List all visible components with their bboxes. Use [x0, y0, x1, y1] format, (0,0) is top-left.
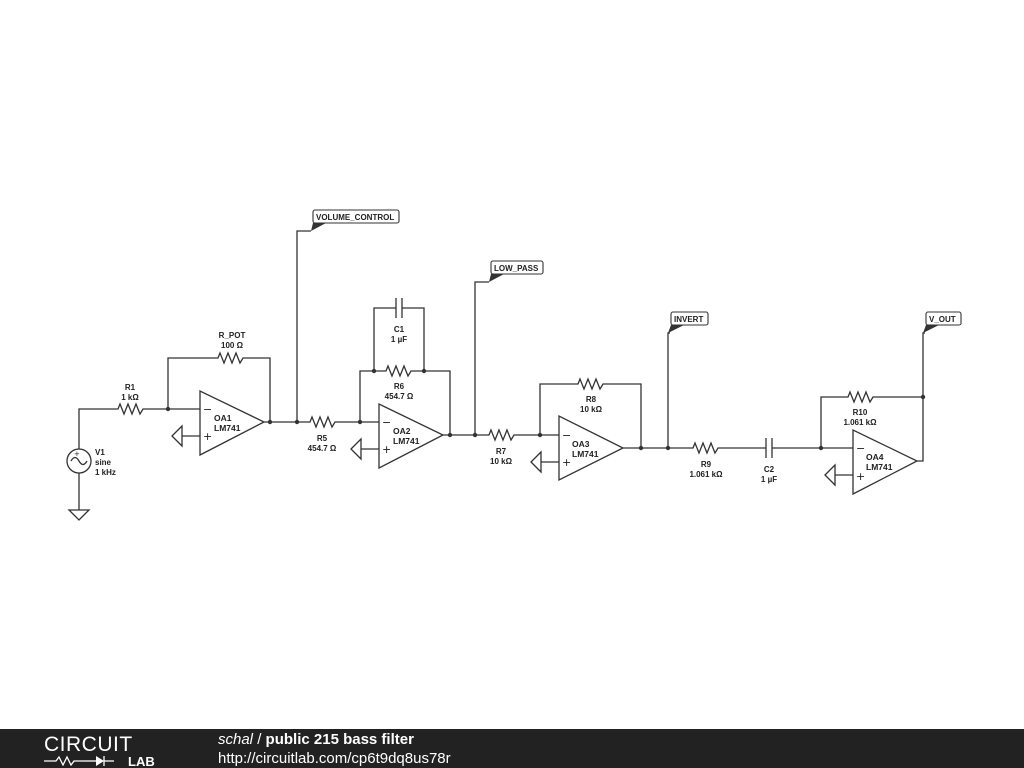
- r8-name: R8: [586, 395, 597, 404]
- resistor-r10[interactable]: [845, 390, 876, 404]
- oa1-plus: +: [203, 430, 212, 443]
- ground-oa3: [530, 450, 559, 474]
- logo-top-text: CIRCUIT: [44, 733, 133, 756]
- oa1-minus: −: [203, 403, 212, 416]
- oa3-part: LM741: [572, 449, 599, 459]
- opamp-oa2[interactable]: [378, 402, 445, 470]
- circuitlab-logo[interactable]: CIRCUIT LAB: [44, 732, 174, 766]
- r1-value: 1 kΩ: [121, 393, 139, 402]
- r-pot-value: 100 Ω: [221, 341, 244, 350]
- oa4-part: LM741: [866, 462, 893, 472]
- r1-name: R1: [125, 383, 136, 392]
- r-pot-name: R_POT: [219, 331, 246, 340]
- opamp-oa3[interactable]: [558, 414, 625, 482]
- r5-value: 454.7 Ω: [308, 444, 337, 453]
- r10-name: R10: [853, 408, 868, 417]
- circuit-title: public 215 bass filter: [265, 731, 414, 748]
- ground-oa1: [171, 424, 200, 448]
- logo-bottom-text: LAB: [128, 754, 155, 766]
- opamp-oa4[interactable]: [852, 428, 919, 496]
- net-low-pass-text: LOW_PASS: [494, 264, 539, 273]
- r6-name: R6: [394, 382, 405, 391]
- r6-value: 454.7 Ω: [385, 392, 414, 401]
- oa4-name: OA4: [866, 452, 884, 462]
- oa3-minus: −: [562, 429, 571, 442]
- net-invert-text: INVERT: [674, 315, 703, 324]
- r8-value: 10 kΩ: [580, 405, 603, 414]
- c1-name: C1: [394, 325, 405, 334]
- oa1-part: LM741: [214, 423, 241, 433]
- author-name[interactable]: schal: [218, 731, 254, 748]
- wire-v1-r1: [78, 408, 115, 449]
- oa2-part: LM741: [393, 436, 420, 446]
- capacitor-c2[interactable]: [765, 438, 773, 458]
- oa3-plus: +: [562, 456, 571, 469]
- resistor-r6[interactable]: [383, 364, 414, 378]
- oa1-name: OA1: [214, 413, 232, 423]
- voltage-source-v1[interactable]: +: [66, 448, 92, 474]
- oa2-plus: +: [382, 443, 391, 456]
- net-volume-control-text: VOLUME_CONTROL: [316, 213, 394, 222]
- c1-value: 1 µF: [391, 335, 407, 344]
- circuit-url[interactable]: http://circuitlab.com/cp6t9dq8us78r: [218, 750, 451, 767]
- net-label-invert[interactable]: INVERT: [668, 311, 709, 333]
- resistor-r8[interactable]: [575, 377, 606, 391]
- schematic-canvas: + V1 sine 1 kHz R1 1 kΩ R_POT 100 Ω − + …: [66, 209, 962, 521]
- oa2-minus: −: [382, 416, 391, 429]
- c2-name: C2: [764, 465, 775, 474]
- ground-oa4: [824, 463, 853, 487]
- r5-name: R5: [317, 434, 328, 443]
- net-label-low-pass[interactable]: LOW_PASS: [489, 260, 544, 282]
- svg-text:+: +: [74, 450, 80, 458]
- resistor-r1[interactable]: [115, 402, 146, 416]
- net-label-volume-control[interactable]: VOLUME_CONTROL: [311, 209, 400, 231]
- r9-value: 1.061 kΩ: [689, 470, 723, 479]
- resistor-r7[interactable]: [486, 428, 517, 442]
- r10-value: 1.061 kΩ: [843, 418, 877, 427]
- capacitor-c1[interactable]: [395, 298, 403, 318]
- v1-type: sine: [95, 458, 112, 467]
- net-v-out-text: V_OUT: [929, 315, 956, 324]
- r7-value: 10 kΩ: [490, 457, 513, 466]
- footer-bar: [0, 729, 1024, 768]
- net-label-v-out[interactable]: V_OUT: [923, 311, 962, 333]
- oa4-plus: +: [856, 470, 865, 483]
- resistor-r-pot[interactable]: [215, 351, 246, 365]
- c2-value: 1 µF: [761, 475, 777, 484]
- r7-name: R7: [496, 447, 507, 456]
- r9-name: R9: [701, 460, 712, 469]
- v1-freq: 1 kHz: [95, 468, 116, 477]
- oa3-name: OA3: [572, 439, 590, 449]
- footer-title-line: schal / public 215 bass filter: [218, 731, 414, 748]
- ground-symbol: [67, 473, 91, 521]
- v1-name: V1: [95, 448, 105, 457]
- oa4-minus: −: [856, 442, 865, 455]
- opamp-oa1[interactable]: [199, 389, 266, 457]
- footer-separator: /: [253, 731, 266, 748]
- ground-oa2: [350, 437, 379, 461]
- oa2-name: OA2: [393, 426, 411, 436]
- resistor-r5[interactable]: [307, 415, 338, 429]
- resistor-r9[interactable]: [690, 441, 721, 455]
